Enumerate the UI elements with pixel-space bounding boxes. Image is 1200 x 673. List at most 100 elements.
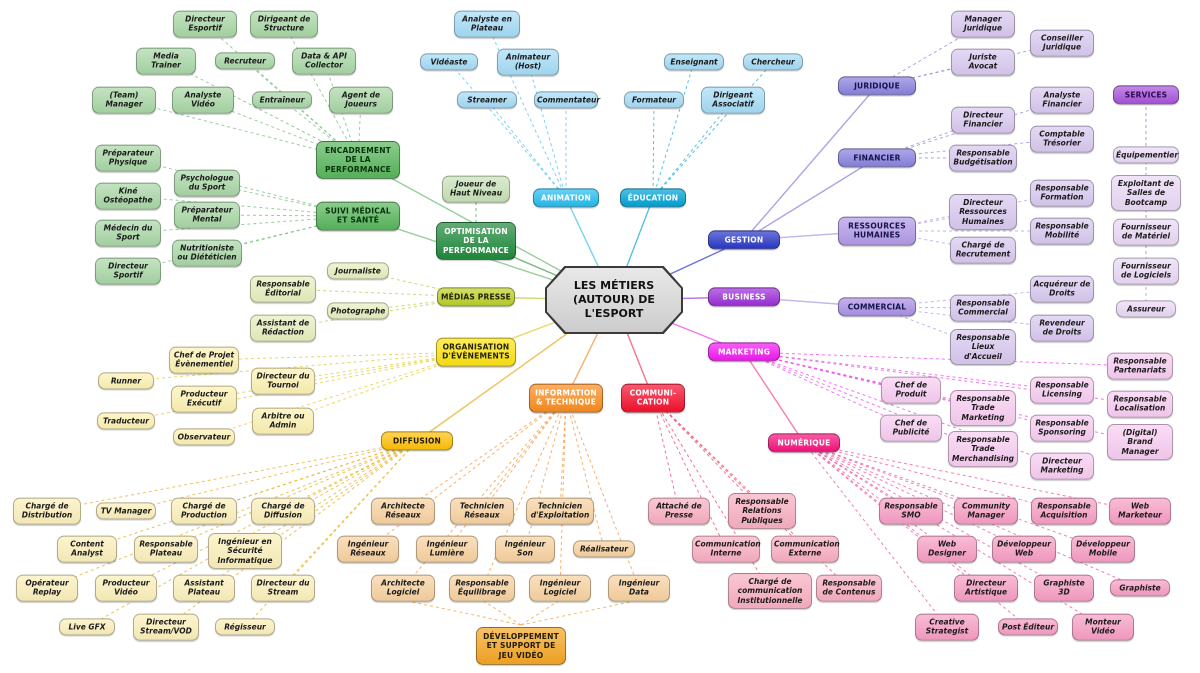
- job-node: Médecin du Sport: [95, 219, 161, 247]
- job-node: Responsable Trade Marketing: [950, 389, 1016, 427]
- job-node: Analyste Financier: [1030, 86, 1094, 114]
- center-topic-label: LES MÉTIERS (AUTOUR) DE L'ESPORT: [547, 268, 681, 332]
- category-diffusion: DIFFUSION: [381, 431, 453, 451]
- category-numerique: NUMÉRIQUE: [768, 433, 840, 453]
- job-node: Développeur Web: [992, 535, 1056, 563]
- job-node: Live GFX: [59, 618, 115, 636]
- job-node: Creative Strategist: [915, 613, 979, 641]
- job-node: Animateur (Host): [497, 48, 559, 76]
- job-node: Ingénieur en Sécurité Informatique: [208, 532, 282, 570]
- job-node: Technicien d'Exploitation: [526, 497, 594, 525]
- job-node: Chef de Publicité: [880, 414, 942, 442]
- job-node: Chargé de communication Institutionnelle: [728, 572, 812, 610]
- job-node: Psychologue du Sport: [174, 169, 240, 197]
- job-node: Juriste Avocat: [951, 48, 1015, 76]
- job-node: Graphiste: [1110, 579, 1170, 597]
- job-node: Commentateur: [534, 91, 600, 109]
- job-node: Web Designer: [917, 535, 977, 563]
- job-node: Directeur du Stream: [251, 574, 315, 602]
- job-node: Assistant de Rédaction: [250, 314, 316, 342]
- job-node: Data & API Collector: [292, 47, 356, 75]
- job-node: Nutritioniste ou Diététicien: [172, 239, 242, 267]
- job-node: Responsable Licensing: [1030, 376, 1094, 404]
- category-medias-presse: MÉDIAS PRESSE: [437, 287, 515, 307]
- job-node: Responsable Acquisition: [1031, 497, 1097, 525]
- job-node: Analyste en Plateau: [454, 10, 520, 38]
- job-node: Responsable Éditorial: [250, 275, 316, 303]
- job-node: Runner: [98, 372, 154, 390]
- job-node: Chef de Projet Évènementiel: [169, 346, 239, 374]
- job-node: Responsable Partenariats: [1107, 352, 1173, 380]
- category-information-technique: INFORMATION & TECHNIQUE: [529, 383, 603, 413]
- job-node: Enseignant: [664, 53, 724, 71]
- job-node: Traducteur: [97, 412, 155, 430]
- job-node: Responsable Relations Publiques: [728, 492, 796, 530]
- job-node: Directeur Artistique: [954, 574, 1018, 602]
- job-node: Content Analyst: [57, 535, 117, 563]
- job-node: Dirigeant Associatif: [701, 86, 765, 114]
- job-node: Community Manager: [954, 497, 1018, 525]
- job-node: Communication Externe: [771, 535, 840, 563]
- job-node: Agent de Joueurs: [329, 86, 393, 114]
- job-node: Équipementier: [1113, 146, 1179, 164]
- job-node: Chargé de Production: [171, 497, 237, 525]
- job-node: Communication Interne: [692, 535, 761, 563]
- job-node: Comptable Trésorier: [1030, 125, 1094, 153]
- category-commercial: COMMERCIAL: [838, 297, 916, 317]
- category-services: SERVICES: [1113, 85, 1179, 105]
- category-organisation-evenements: ORGANISATION D'ÉVÈNEMENTS: [436, 337, 516, 367]
- category-animation: ANIMATION: [533, 188, 599, 208]
- job-node: Responsable Mobilité: [1030, 217, 1094, 245]
- job-node: TV Manager: [96, 502, 156, 520]
- job-node: Directeur Ressources Humaines: [949, 193, 1017, 231]
- job-node: Ingénieur Logiciel: [529, 574, 591, 602]
- job-node: Streamer: [457, 91, 517, 109]
- job-node: Chargé de Diffusion: [251, 497, 315, 525]
- job-node: Ingénieur Réseaux: [337, 535, 399, 563]
- job-node: Fournisseur de Matériel: [1113, 218, 1179, 246]
- job-node: Ingénieur Lumière: [416, 535, 478, 563]
- job-node: Chef de Produit: [881, 376, 941, 404]
- job-node: Régisseur: [215, 618, 275, 636]
- job-node: Développeur Mobile: [1071, 535, 1135, 563]
- job-node: Kiné Ostéopathe: [95, 182, 161, 210]
- category-gestion: GESTION: [708, 230, 780, 250]
- job-node: Chargé de Distribution: [13, 497, 81, 525]
- job-node: Ingénieur Data: [608, 574, 670, 602]
- category-communication: COMMUNI- CATION: [621, 383, 685, 413]
- job-node: Producteur Vidéo: [95, 574, 157, 602]
- job-node: Directeur Financier: [951, 106, 1015, 134]
- job-node: Assureur: [1116, 300, 1176, 318]
- job-node: Joueur de Haut Niveau: [442, 175, 510, 203]
- job-node: Directeur Stream/VOD: [133, 613, 199, 641]
- job-node: Vidéaste: [420, 53, 478, 71]
- job-node: Responsable Commercial: [950, 294, 1016, 322]
- job-node: Analyste Vidéo: [172, 86, 234, 114]
- category-optimisation: OPTIMISATION DE LA PERFORMANCE: [436, 221, 516, 261]
- job-node: Acquéreur de Droits: [1030, 275, 1094, 303]
- job-node: Recruteur: [215, 52, 275, 70]
- job-node: Chargé de Recrutement: [950, 236, 1016, 264]
- job-node: Responsable Trade Merchandising: [948, 430, 1018, 468]
- job-node: Responsable de Contenus: [816, 574, 882, 602]
- job-node: Architecte Réseaux: [371, 497, 435, 525]
- category-encadrement-performance: ENCADREMENT DE LA PERFORMANCE: [316, 140, 400, 180]
- job-node: Dirigeant de Structure: [250, 10, 318, 38]
- job-node: Directeur Sportif: [95, 257, 161, 285]
- job-node: Observateur: [173, 428, 235, 446]
- job-node: Directeur du Tournoi: [251, 367, 315, 395]
- job-node: Fournisseur de Logiciels: [1113, 257, 1179, 285]
- job-node: Journaliste: [327, 262, 389, 280]
- job-node: Attaché de Presse: [648, 497, 710, 525]
- job-node: Opérateur Replay: [16, 574, 78, 602]
- job-node: Photographe: [327, 302, 389, 320]
- job-node: Conseiller Juridique: [1030, 29, 1094, 57]
- job-node: Revendeur de Droits: [1030, 314, 1094, 342]
- job-node: Monteur Vidéo: [1072, 613, 1134, 641]
- category-developpement-jeu-video: DÉVELOPPEMENT ET SUPPORT DE JEU VIDÉO: [476, 626, 566, 666]
- job-node: Responsable Budgétisation: [949, 144, 1017, 172]
- category-juridique: JURIDIQUE: [838, 76, 916, 96]
- job-node: (Digital) Brand Manager: [1107, 423, 1173, 461]
- job-node: (Team) Manager: [92, 86, 156, 114]
